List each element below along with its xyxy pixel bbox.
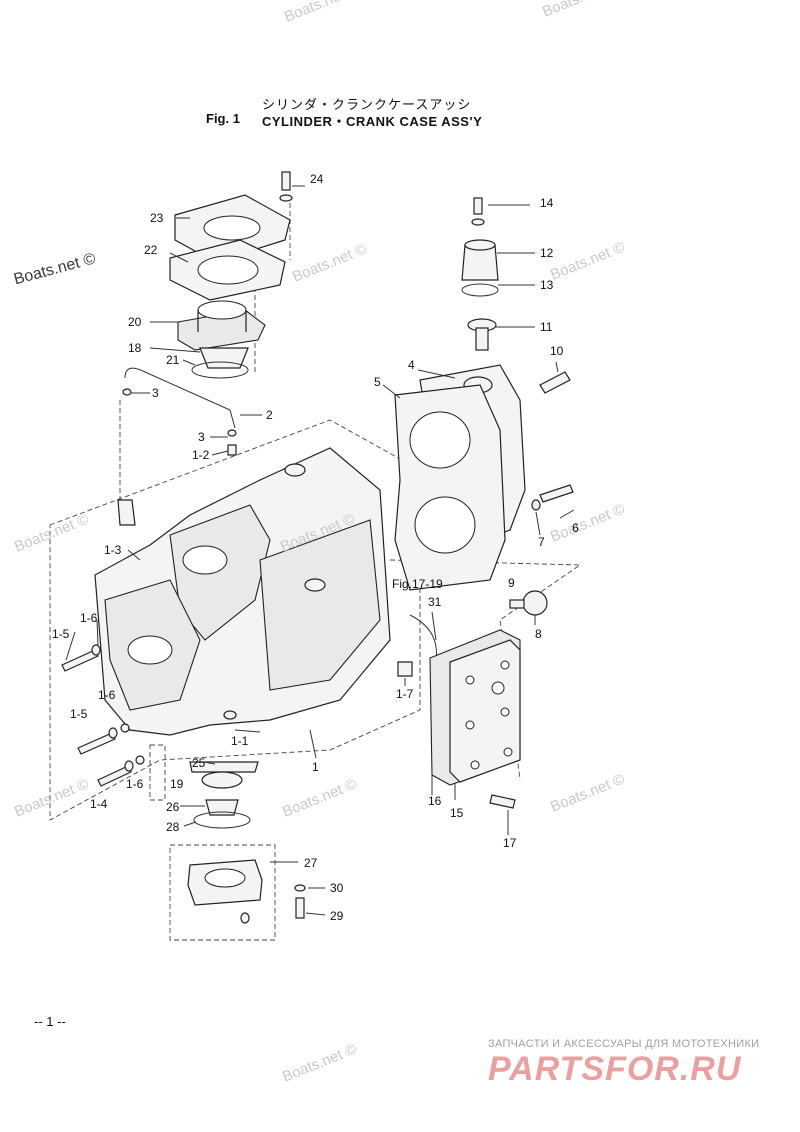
gasket-22-icon xyxy=(169,239,286,301)
callout-29: 29 xyxy=(330,909,344,923)
callout-10: 10 xyxy=(550,344,564,358)
bolt-6-icon xyxy=(539,484,574,503)
title-japanese: シリンダ・クランクケースアッシ xyxy=(262,98,472,113)
washer-1-6b-icon xyxy=(120,723,130,733)
callout-1-1: 1-1 xyxy=(231,734,249,748)
callout-19: 19 xyxy=(170,777,184,791)
seal-25-icon xyxy=(189,761,259,773)
callout-15: 15 xyxy=(450,806,464,820)
bolt-14-icon xyxy=(471,197,485,226)
callout-8: 8 xyxy=(535,627,542,641)
callout-1-6b: 1-6 xyxy=(98,688,116,702)
clamp-3a-icon xyxy=(122,388,132,396)
hose-2-icon xyxy=(124,367,236,429)
callout-22: 22 xyxy=(144,243,158,257)
callout-fig17-19: Fig.17-19 xyxy=(392,577,443,591)
bolt-1-5a-icon xyxy=(61,644,101,672)
callout-1-6a: 1-6 xyxy=(80,611,98,625)
cover-plate-15-icon xyxy=(449,639,521,783)
crankcase-block-icon xyxy=(94,447,391,736)
plug-8-icon xyxy=(509,590,548,616)
callout-1-5a: 1-5 xyxy=(52,627,70,641)
callout-23: 23 xyxy=(150,211,164,225)
callout-24: 24 xyxy=(310,172,324,186)
bolt-24-icon xyxy=(279,171,293,202)
washer-7-icon xyxy=(531,499,541,511)
fitting-1-2-icon xyxy=(227,444,237,456)
callout-30: 30 xyxy=(330,881,344,895)
oring-28-icon xyxy=(193,811,251,829)
hose-31-icon xyxy=(409,614,437,661)
bearing-housing-27-icon xyxy=(187,859,263,924)
callout-17: 17 xyxy=(503,836,517,850)
bolt-1-4-icon xyxy=(97,760,134,787)
callout-3b: 3 xyxy=(198,430,205,444)
oring-21-icon xyxy=(191,361,249,379)
callout-21: 21 xyxy=(166,353,180,367)
callout-1: 1 xyxy=(312,760,319,774)
callout-16: 16 xyxy=(428,794,442,808)
sensor-10-icon xyxy=(539,371,571,394)
callout-1-4: 1-4 xyxy=(90,797,108,811)
bolt-29-icon xyxy=(295,897,305,919)
clamp-3b-icon xyxy=(227,429,237,437)
washer-30-icon xyxy=(294,884,306,892)
callout-18: 18 xyxy=(128,341,142,355)
callout-1-3: 1-3 xyxy=(104,543,122,557)
callout-1-7: 1-7 xyxy=(396,687,414,701)
callout-31: 31 xyxy=(428,595,442,609)
thermostat-cover-12-icon xyxy=(461,239,499,281)
callout-6: 6 xyxy=(572,521,579,535)
sensor-1-7-icon xyxy=(397,661,413,677)
callout-28: 28 xyxy=(166,820,180,834)
callout-7: 7 xyxy=(538,535,545,549)
washer-1-6c-icon xyxy=(135,755,145,765)
callout-25: 25 xyxy=(192,756,206,770)
seal-bracket-outline xyxy=(149,744,166,801)
ad-logo: PARTSFOR.RU xyxy=(488,1050,742,1088)
callout-26: 26 xyxy=(166,800,180,814)
flange-20-icon xyxy=(177,300,266,351)
ad-text: ЗАПЧАСТИ И АКСЕССУАРЫ ДЛЯ МОТОТЕХНИКИ xyxy=(488,1038,760,1050)
seal-19-icon xyxy=(201,771,243,789)
gasket-13-icon xyxy=(461,283,499,297)
callout-2: 2 xyxy=(266,408,273,422)
thermostat-11-icon xyxy=(467,318,497,351)
callout-4: 4 xyxy=(408,358,415,372)
ring-26-icon xyxy=(205,799,239,816)
leader-lines xyxy=(65,185,575,916)
fitting-left-icon xyxy=(117,499,136,526)
bolt-17-icon xyxy=(489,794,516,809)
crankcase-assembly-outline xyxy=(49,419,421,821)
page-number: -- 1 -- xyxy=(34,1014,66,1029)
bolt-1-5b-icon xyxy=(77,727,118,755)
callout-11: 11 xyxy=(540,320,553,334)
head-gasket-5-icon xyxy=(394,384,506,591)
title-english: CYLINDER・CRANK CASE ASS'Y xyxy=(262,114,483,129)
callout-20: 20 xyxy=(128,315,142,329)
callout-1-5b: 1-5 xyxy=(70,707,88,721)
mount-plate-23-icon xyxy=(174,194,291,263)
callout-12: 12 xyxy=(540,246,554,260)
callout-14: 14 xyxy=(540,196,554,210)
bearing-housing-outline xyxy=(169,844,276,941)
callout-13: 13 xyxy=(540,278,554,292)
callout-1-6c: 1-6 xyxy=(126,777,144,791)
callout-27: 27 xyxy=(304,856,318,870)
callout-1-2: 1-2 xyxy=(192,448,210,462)
figure-label: Fig. 1 xyxy=(206,111,240,126)
callout-3a: 3 xyxy=(152,386,159,400)
callout-5: 5 xyxy=(374,375,381,389)
callout-9: 9 xyxy=(508,576,515,590)
